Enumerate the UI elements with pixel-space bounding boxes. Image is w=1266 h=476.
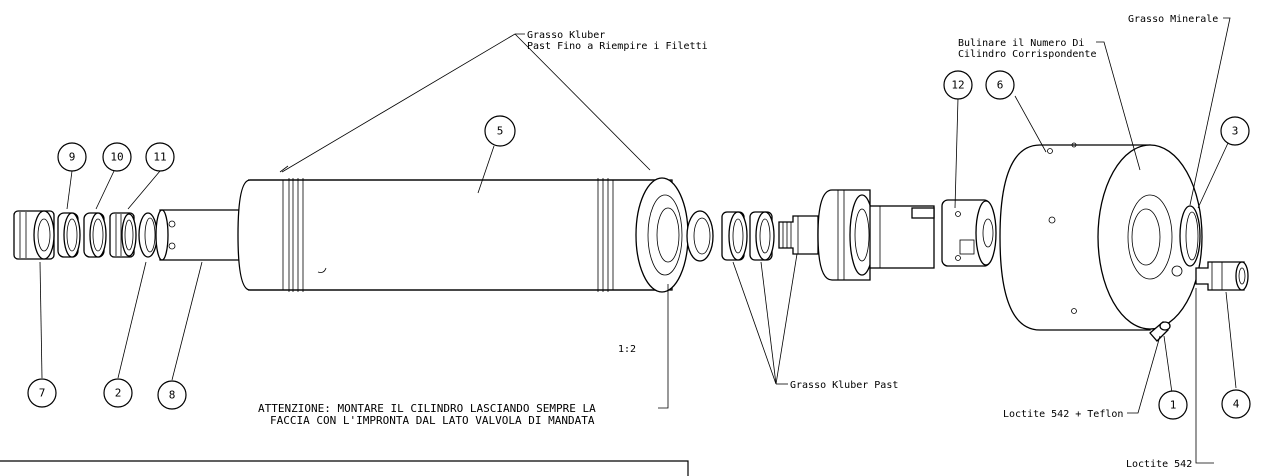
part-8-rod <box>155 209 243 261</box>
balloon-8: 8 <box>157 380 187 410</box>
ring-between-cylinder-and-plunger <box>686 210 714 262</box>
balloon-1: 1 <box>1158 390 1188 420</box>
note-kluber-top-line2: Past Fino a Riempire i Filetti <box>527 41 708 52</box>
svg-text:1: 1 <box>1170 399 1177 412</box>
note-attenzione-line1: ATTENZIONE: MONTARE IL CILINDRO LASCIAND… <box>258 402 596 415</box>
svg-text:9: 9 <box>69 151 76 164</box>
note-grasso-minerale: Grasso Minerale <box>1128 14 1218 25</box>
note-bulinare-line2: Cilindro Corrispondente <box>958 49 1096 60</box>
note-loctite-542: Loctite 542 <box>1126 459 1192 470</box>
svg-text:7: 7 <box>39 387 46 400</box>
seal-ring-b <box>749 211 775 261</box>
valve-body <box>817 189 935 281</box>
svg-text:5: 5 <box>497 125 504 138</box>
leader-lines <box>39 17 1237 464</box>
part-10-ring <box>83 212 107 258</box>
balloon-10: 10 <box>102 142 132 172</box>
scale-label: 1:2 <box>618 344 636 355</box>
balloon-7: 7 <box>27 378 57 408</box>
balloon-2: 2 <box>103 378 133 408</box>
note-bulinare-line1: Bulinare il Numero Di <box>958 38 1084 49</box>
balloon-11: 11 <box>145 142 175 172</box>
svg-text:11: 11 <box>153 151 166 164</box>
svg-text:8: 8 <box>169 389 176 402</box>
balloon-6: 6 <box>985 70 1015 100</box>
part-9-ring <box>57 212 81 258</box>
svg-text:2: 2 <box>115 387 122 400</box>
balloon-9: 9 <box>57 142 87 172</box>
svg-text:4: 4 <box>1233 398 1240 411</box>
threaded-screw <box>778 215 819 255</box>
part-2-oring <box>138 212 158 258</box>
note-loctite-teflon: Loctite 542 + Teflon <box>1003 409 1123 420</box>
note-attenzione-line2: FACCIA CON L'IMPRONTA DAL LATO VALVOLA D… <box>270 414 595 427</box>
balloon-4: 4 <box>1221 389 1251 419</box>
svg-text:10: 10 <box>110 151 123 164</box>
svg-text:3: 3 <box>1232 125 1239 138</box>
part-6-housing <box>999 142 1203 331</box>
part-11-seal <box>109 212 137 258</box>
title-block-frame <box>0 460 689 476</box>
part-12-coupling <box>941 199 997 267</box>
balloon-5: 5 <box>484 115 516 147</box>
seal-ring-a <box>721 211 748 261</box>
part-1-plug <box>1149 321 1171 342</box>
part-7-bush <box>13 210 55 260</box>
part-4-fitting <box>1195 261 1249 291</box>
svg-text:12: 12 <box>951 79 964 92</box>
part-3-oring <box>1179 205 1201 267</box>
part-5-cylinder <box>237 177 689 293</box>
note-kluber-past: Grasso Kluber Past <box>790 380 898 391</box>
balloon-3: 3 <box>1220 116 1250 146</box>
balloon-12: 12 <box>943 70 973 100</box>
svg-text:6: 6 <box>997 79 1004 92</box>
note-kluber-top-line1: Grasso Kluber <box>527 30 605 41</box>
